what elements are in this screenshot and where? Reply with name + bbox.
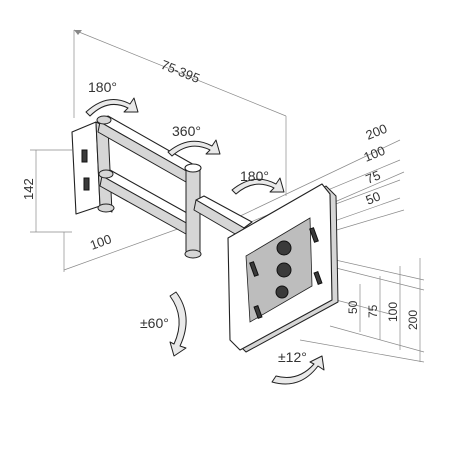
upper-arm xyxy=(96,115,197,183)
vesa-vertical-dimensions: 50 75 100 200 xyxy=(299,251,425,363)
vesa-hole-2 xyxy=(276,262,292,278)
wall-plate-height-dimension: 142 xyxy=(21,149,72,233)
roll-label: ±12° xyxy=(278,349,307,365)
vesa-v-100-label: 100 xyxy=(386,302,400,322)
lower-arm-pivot xyxy=(98,169,114,179)
vesa-slot-left xyxy=(249,261,259,277)
vesa-hole-1 xyxy=(276,240,292,256)
wall-swivel-label: 180° xyxy=(88,79,117,95)
arm-length-label: 75-395 xyxy=(159,57,202,86)
vesa-v-200-label: 200 xyxy=(406,310,420,330)
wall-plate-foot xyxy=(97,203,115,213)
wall-plate-depth-label: 100 xyxy=(88,231,114,253)
middle-joint-swivel-arrow: 360° xyxy=(167,123,221,157)
tilt-arrow: ±60° xyxy=(140,291,187,357)
wall-plate-depth-dimension: 100 xyxy=(63,225,187,272)
vesa-h-200-label: 200 xyxy=(364,121,390,143)
vesa-v-50-label: 50 xyxy=(346,300,360,314)
wall-plate-height-label: 142 xyxy=(21,178,36,200)
vesa-h-100-label: 100 xyxy=(362,143,388,165)
middle-joint xyxy=(184,163,202,259)
vesa-hole-3 xyxy=(275,285,289,299)
middle-joint-top xyxy=(184,163,202,173)
head-swivel-arrow: 180° xyxy=(231,168,285,195)
wall-swivel-arrow: 180° xyxy=(85,79,139,117)
vesa-v-75-label: 75 xyxy=(366,304,380,318)
wall-slot-top xyxy=(81,149,88,163)
middle-joint-bottom xyxy=(184,249,202,259)
tilt-label: ±60° xyxy=(140,315,169,331)
vesa-h-50-label: 50 xyxy=(364,188,383,207)
vesa-h-75-label: 75 xyxy=(364,167,383,186)
head-swivel-label: 180° xyxy=(240,168,269,184)
middle-joint-swivel-label: 360° xyxy=(172,123,201,139)
vesa-slot-right xyxy=(309,227,319,243)
vesa-slot-bottom-right xyxy=(313,271,323,285)
vesa-plate xyxy=(227,183,339,353)
upper-arm-pivot xyxy=(96,115,112,125)
wall-slot-bottom xyxy=(83,177,90,191)
forearm xyxy=(193,195,253,239)
roll-arrow: ±12° xyxy=(271,349,325,385)
vesa-slot-bottom-left xyxy=(253,305,263,319)
